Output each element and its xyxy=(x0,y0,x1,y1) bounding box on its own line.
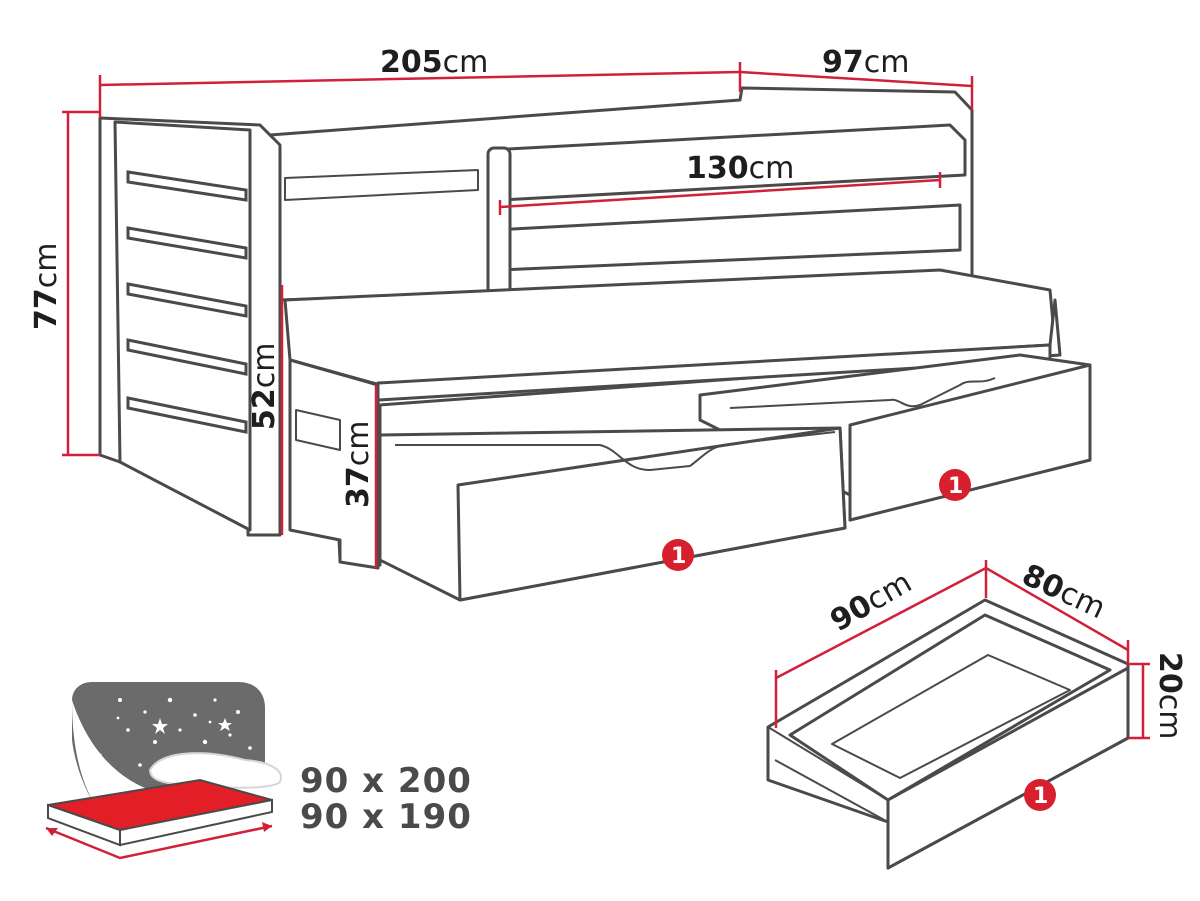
dimension-lines xyxy=(62,62,974,568)
drawer-badge-left: 1 xyxy=(662,539,694,571)
mattress-size-1: 90 x 200 xyxy=(300,761,472,801)
svg-text:1: 1 xyxy=(948,474,963,499)
drawer-detail-badge: 1 xyxy=(1024,779,1056,811)
bed-illustration xyxy=(98,86,1092,602)
guard-rail-dimension-label: 130cm xyxy=(686,151,794,186)
mattress-size-2: 90 x 190 xyxy=(300,797,472,837)
width-dimension-label: 97cm xyxy=(822,45,909,80)
side-height-dimension-label: 52cm xyxy=(247,343,282,430)
svg-text:1: 1 xyxy=(671,544,686,569)
drawer-badge-right: 1 xyxy=(939,469,971,501)
drawer-detail xyxy=(766,560,1150,870)
length-dimension-label: 205cm xyxy=(380,45,488,80)
pullout-height-dimension-label: 37cm xyxy=(341,421,376,508)
height-dimension-label: 77cm xyxy=(29,243,64,330)
svg-text:1: 1 xyxy=(1033,784,1048,809)
drawer-height-label: 20cm xyxy=(1152,652,1187,739)
drawer-depth-label: 80cm xyxy=(1017,558,1111,627)
mattress-icon xyxy=(45,682,282,860)
